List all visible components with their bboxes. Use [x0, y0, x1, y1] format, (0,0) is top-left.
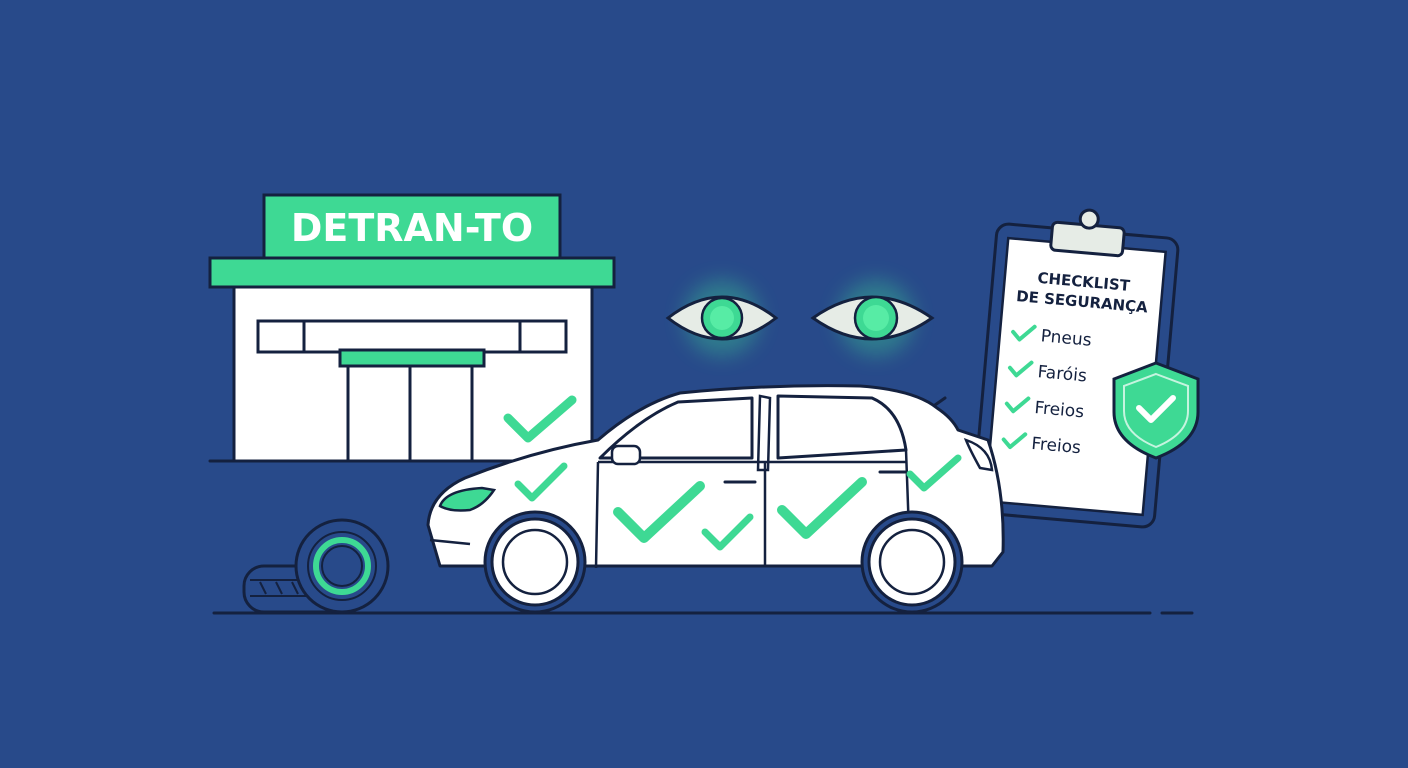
eye-right-icon: [810, 280, 935, 356]
check-icon: [1001, 432, 1028, 450]
car-illustration: [426, 384, 1005, 614]
car-front-window: [598, 396, 754, 460]
car-check-icons: [514, 454, 962, 551]
tire-stack-icon: [242, 518, 390, 614]
check-icon: [514, 462, 568, 502]
checklist-item-label: Pneus: [1040, 326, 1093, 350]
checklist-item: Freios: [1001, 432, 1082, 458]
check-icon: [701, 513, 754, 551]
building-sign-text: DETRAN-TO: [291, 206, 533, 250]
car-front-wheel: [483, 510, 587, 614]
checklist-item-label: Freios: [1034, 398, 1085, 422]
building-window-band: [256, 319, 568, 354]
building-sign: [262, 193, 562, 260]
check-icon: [777, 477, 867, 539]
check-icon: [1004, 396, 1031, 414]
check-icon: [906, 454, 962, 492]
check-icon: [1011, 324, 1037, 342]
car-rear-wheel: [860, 510, 964, 614]
detran-building: DETRAN-TO: [208, 193, 616, 463]
car-rear-window: [776, 394, 908, 460]
checklist-item: Freios: [1004, 396, 1085, 422]
shield-check-icon: [1112, 361, 1200, 460]
car-mirror: [610, 444, 642, 466]
check-icon: [613, 481, 705, 543]
check-icon: [1007, 360, 1034, 378]
car-taillight: [963, 437, 994, 472]
building-roof-band: [208, 256, 616, 289]
checklist-item-label: Freios: [1031, 434, 1082, 458]
checklist-item: Faróis: [1007, 360, 1088, 386]
eye-left-icon: [665, 280, 779, 356]
car-headlight: [438, 486, 497, 512]
checklist-item: Pneus: [1011, 324, 1093, 351]
checklist-item-label: Faróis: [1037, 362, 1088, 386]
building-check-icon: [503, 395, 577, 443]
door-awning: [338, 348, 486, 368]
